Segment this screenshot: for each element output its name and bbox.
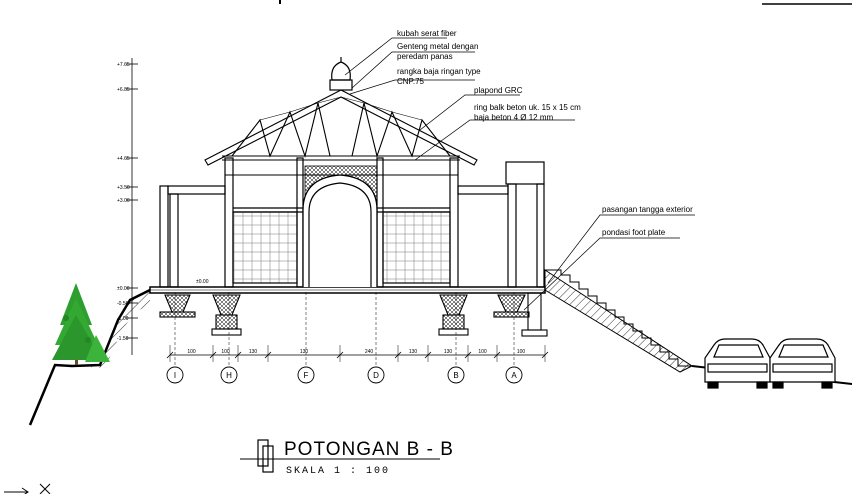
car-left bbox=[704, 338, 771, 389]
annotation-stairs: pasangan tangga exterior bbox=[602, 205, 693, 214]
dimension-label: 130 bbox=[444, 349, 453, 355]
level-label: ±0.00 bbox=[117, 286, 130, 292]
level-label: -0.50 bbox=[117, 301, 129, 307]
grid-axis-label: B bbox=[453, 371, 458, 380]
grid-axis-label: D bbox=[373, 371, 379, 380]
annotation-ringbalk-line1: ring balk beton uk. 15 x 15 cm bbox=[474, 103, 581, 112]
level-label: +3.00 bbox=[117, 198, 130, 204]
grid-axis-label: A bbox=[511, 371, 517, 380]
drawing-title: POTONGAN B - B bbox=[284, 439, 454, 460]
central-arch bbox=[302, 165, 378, 287]
grid-bubble bbox=[505, 366, 523, 384]
floor-slab bbox=[149, 286, 546, 294]
level-label: -1.50 bbox=[117, 336, 129, 342]
foundations bbox=[159, 292, 548, 337]
dimension-label: 130 bbox=[409, 349, 418, 355]
grid-bubble bbox=[297, 366, 315, 384]
dimension-label: 100 bbox=[478, 349, 487, 355]
annotation-truss-line1: rangka baja ringan type bbox=[397, 67, 481, 76]
dimension-label: 100 bbox=[187, 349, 196, 355]
dimension-label: 130 bbox=[300, 349, 309, 355]
grid-axis-label: H bbox=[226, 371, 232, 380]
drawing-scale: SKALA 1 : 100 bbox=[286, 466, 390, 477]
title-block: POTONGAN B - B SKALA 1 : 100 bbox=[240, 439, 454, 477]
dimension-chain: 100 100 130 130 240 130 130 100 100 bbox=[166, 345, 549, 362]
grid-axis-label: I bbox=[174, 371, 176, 380]
grid-bubble bbox=[166, 366, 184, 384]
grid-bubble bbox=[367, 366, 385, 384]
grid-bubble bbox=[447, 366, 465, 384]
level-label: +6.85 bbox=[117, 87, 130, 93]
annotation-ceiling: plapond GRC bbox=[474, 86, 523, 95]
dome bbox=[329, 57, 353, 91]
annotation-ringbalk-line2: baja beton 4 Ø 12 mm bbox=[474, 113, 553, 122]
left-ground bbox=[28, 288, 151, 426]
leader-lines bbox=[344, 37, 695, 311]
level-label: +4.65 bbox=[117, 156, 130, 162]
grid-axis-label: F bbox=[304, 371, 309, 380]
dimension-label: 240 bbox=[365, 349, 374, 355]
dimension-label: 100 bbox=[517, 349, 526, 355]
tree bbox=[52, 283, 110, 365]
walls-columns bbox=[159, 157, 545, 288]
dimension-label: 130 bbox=[249, 349, 258, 355]
level-label: +3.50 bbox=[117, 185, 130, 191]
annotation-dome: kubah serat fiber bbox=[397, 29, 457, 38]
grid-bubble bbox=[220, 366, 238, 384]
annotation-roof-line2: peredam panas bbox=[397, 52, 453, 61]
cursor-icon bbox=[4, 483, 51, 494]
car-right bbox=[769, 338, 836, 389]
annotation-roof-line1: Genteng metal dengan bbox=[397, 42, 478, 51]
level-label: +7.65 bbox=[117, 62, 130, 68]
roof-truss bbox=[204, 89, 478, 176]
annotation-truss-line2: CNP.75 bbox=[397, 77, 425, 86]
annotation-foundation: pondasi foot plate bbox=[602, 228, 666, 237]
dimension-label: 100 bbox=[221, 349, 230, 355]
floor-level-label: ±0.00 bbox=[196, 279, 209, 285]
